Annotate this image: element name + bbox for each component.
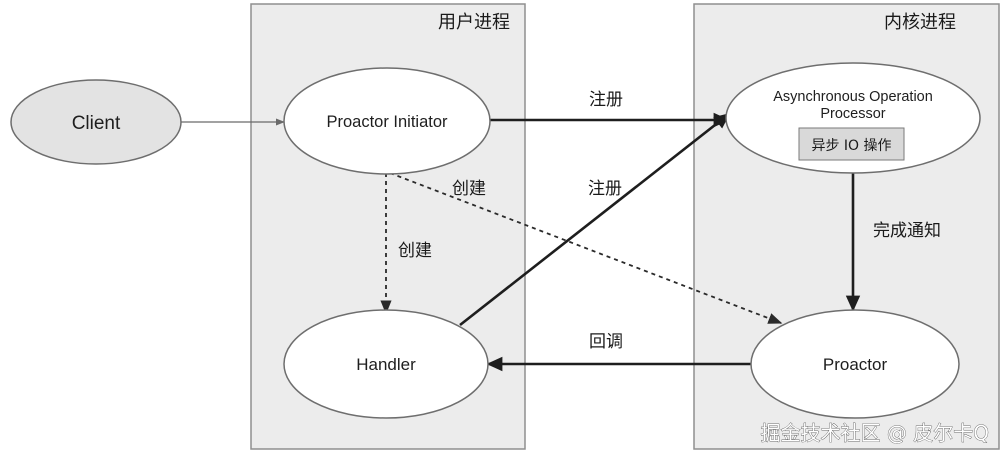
edge-label-callback: 回调 (589, 332, 623, 352)
edge-label-create-left: 创建 (398, 241, 432, 261)
watermark-text: 掘金技术社区 @ 皮尔卡Q (761, 421, 989, 445)
async-operation-processor-label-line2: Processor (820, 106, 885, 122)
handler-node: Handler (283, 309, 489, 419)
client-ellipse (10, 79, 182, 165)
proactor-ellipse (750, 309, 960, 419)
edge-label-register-middle: 注册 (588, 179, 622, 199)
edge-handler-to-processor (459, 112, 731, 327)
proactor-initiator-node: Proactor Initiator (283, 67, 491, 175)
kernel-process-title: 内核进程 (884, 12, 956, 33)
client-node: Client (10, 79, 182, 165)
async-operation-processor-node: Asynchronous Operation Processor 异步 IO 操… (725, 62, 981, 174)
edge-label-completion-notify: 完成通知 (873, 221, 941, 241)
user-process-title: 用户进程 (438, 12, 510, 33)
async-operation-processor-label-line1: Asynchronous Operation (773, 89, 933, 105)
proactor-node: Proactor (750, 309, 960, 419)
async-operation-processor-ellipse (725, 62, 981, 174)
handler-ellipse (283, 309, 489, 419)
async-io-operation-box (798, 127, 905, 161)
client-label: Client (72, 113, 121, 134)
edge-label-register-top: 注册 (589, 90, 623, 110)
async-io-operation-label: 异步 IO 操作 (811, 138, 891, 154)
edge-initiator-to-proactor (389, 172, 783, 324)
proactor-initiator-ellipse (283, 67, 491, 175)
edge-label-create-diagonal: 创建 (452, 179, 486, 199)
handler-label: Handler (356, 355, 416, 374)
proactor-initiator-label: Proactor Initiator (326, 113, 448, 131)
proactor-label: Proactor (823, 355, 888, 374)
